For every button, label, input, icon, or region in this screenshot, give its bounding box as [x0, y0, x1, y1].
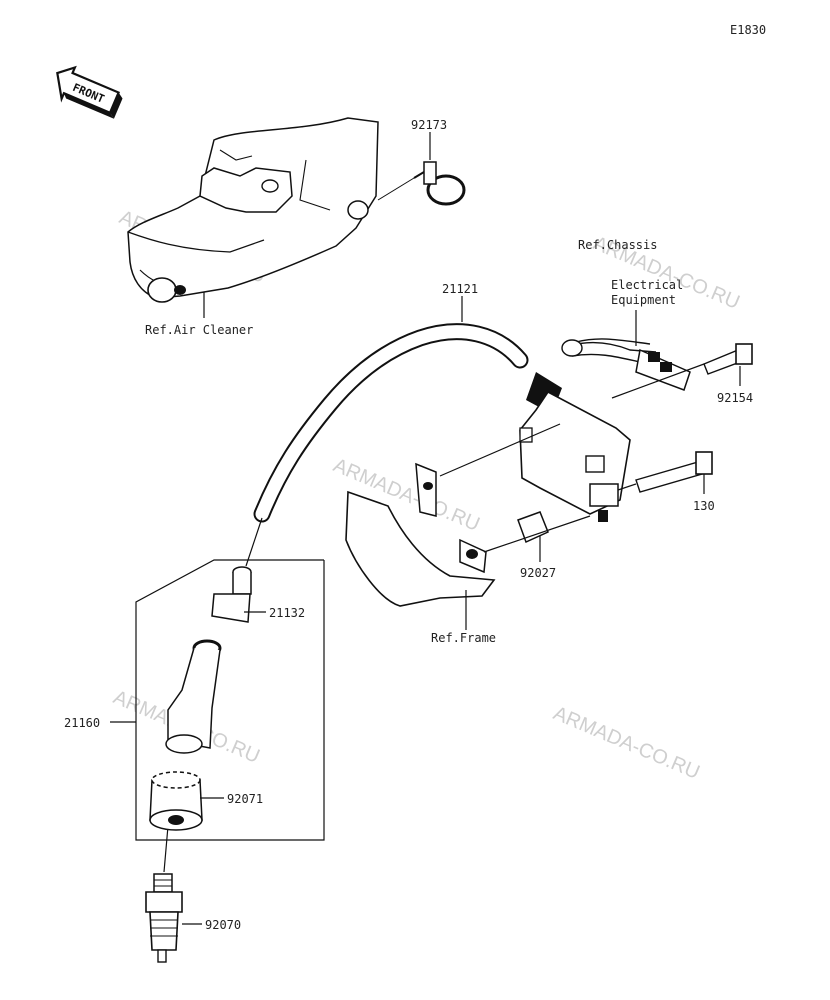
label-21132: 21132 — [269, 606, 305, 620]
spark-plug-92070 — [145, 873, 183, 963]
collar-92027 — [517, 511, 549, 544]
bolt-92154 — [703, 343, 753, 375]
bolt-130 — [635, 451, 713, 493]
label-130: 130 — [693, 499, 715, 513]
label-air-cleaner: Ref.Air Cleaner — [145, 323, 253, 337]
label-21160: 21160 — [64, 716, 100, 730]
diagram-code: E1830 — [730, 23, 766, 37]
air-cleaner-housing — [127, 117, 379, 303]
watermark-4: ARMADA-CO.RU — [550, 702, 703, 783]
label-frame: Ref.Frame — [431, 631, 496, 645]
label-92070: 92070 — [205, 918, 241, 932]
label-chassis-2: Electrical — [611, 278, 683, 292]
clamp-92173 — [377, 161, 466, 206]
leader-lines — [110, 132, 741, 925]
label-92154: 92154 — [717, 391, 753, 405]
label-21121: 21121 — [442, 282, 478, 296]
frame-bracket — [345, 462, 496, 607]
part-labels: 92173 Ref.Air Cleaner 21121 Ref.Chassis … — [64, 118, 753, 932]
plug-boot-tube — [165, 639, 222, 754]
label-92027: 92027 — [520, 566, 556, 580]
ignition-coil-21121 — [253, 323, 631, 523]
front-arrow-icon: FRONT — [56, 65, 123, 119]
label-chassis-3: Equipment — [611, 293, 676, 307]
plug-cap-assembly-frame — [135, 559, 325, 841]
label-chassis-1: Ref.Chassis — [578, 238, 657, 252]
chassis-wire-connector — [561, 338, 691, 391]
boot-92071 — [149, 771, 203, 831]
cap-end-21132 — [211, 566, 252, 623]
connection-lines — [163, 363, 705, 873]
label-92071: 92071 — [227, 792, 263, 806]
label-92173: 92173 — [411, 118, 447, 132]
